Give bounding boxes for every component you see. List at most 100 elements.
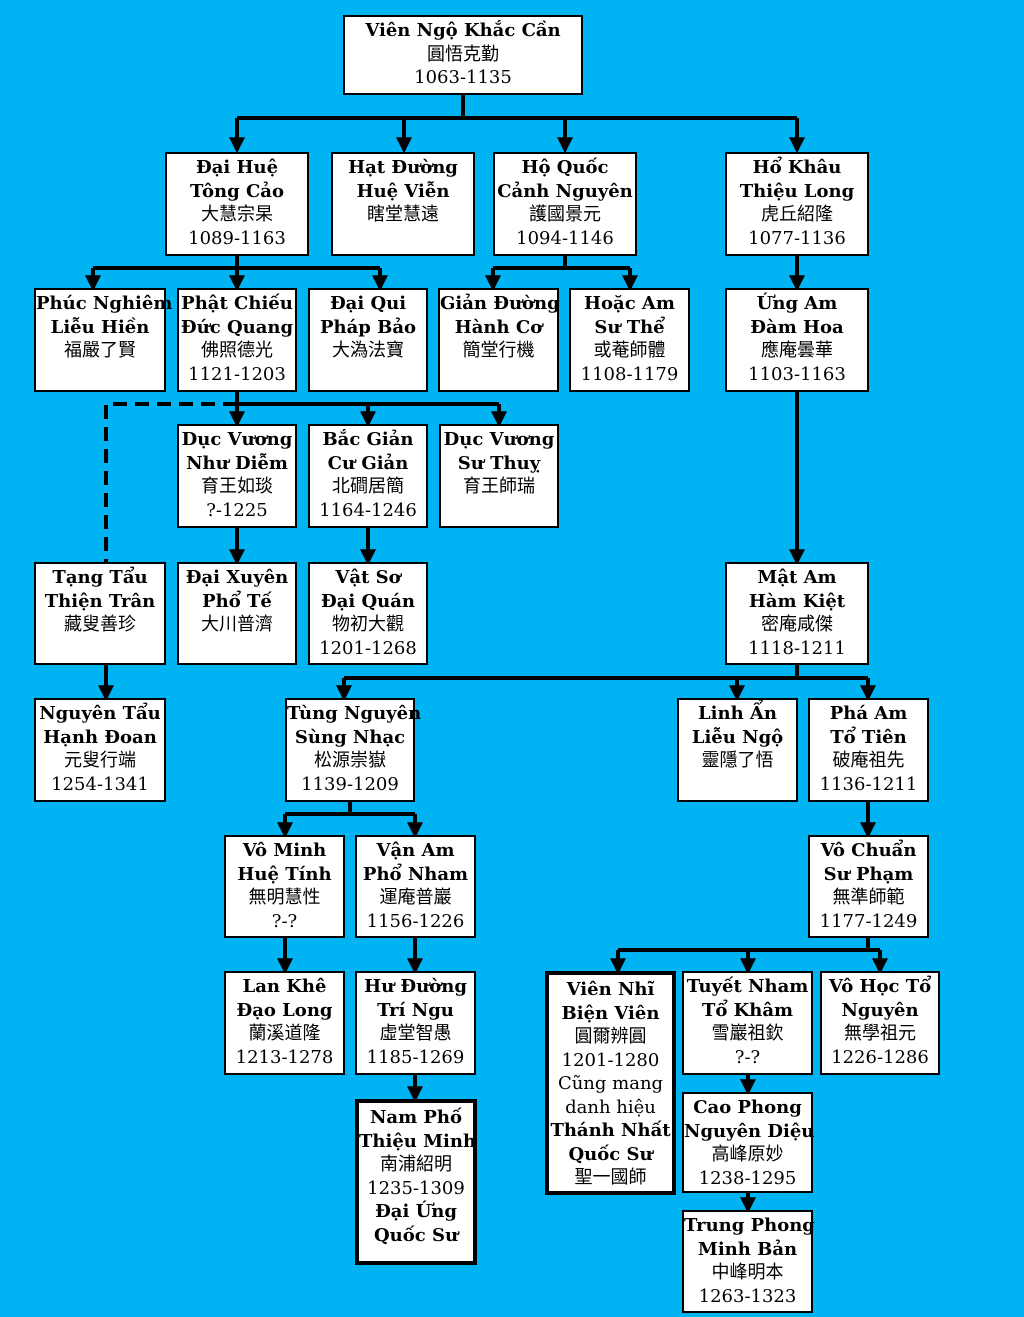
mat-am-line-2: 密庵咸傑 [761,614,833,635]
duc-vuong-1-line-2: 育王如琰 [201,476,273,497]
vo-hoc-line-1: Nguyên [841,999,919,1021]
hu-duong-line-2: 虛堂智愚 [379,1023,452,1044]
tang-tau-line-0: Tạng Tẩu [52,567,148,588]
dai-xuyen-line-1: Phổ Tế [202,590,272,612]
cao-phong-line-0: Cao Phong [693,1097,802,1118]
hat-duong-line-0: Hạt Đường [348,157,458,178]
cao-phong-line-2: 高峰原妙 [711,1144,784,1165]
ho-khau-line-3: 1077-1136 [748,227,846,249]
bac-gian-line-0: Bắc Giản [322,429,414,450]
hu-duong-line-3: 1185-1269 [366,1046,465,1068]
hoac-am-line-1: Sư Thể [594,316,665,338]
phuc-nghiem-line-0: Phúc Nghiêm [36,293,173,314]
vat-so-line-2: 物初大觀 [332,614,404,635]
nam-pho-line-3: 1235-1309 [367,1177,465,1199]
nam-pho-line-1: Thiệu Minh [359,1130,477,1152]
ho-khau-line-0: Hổ Khâu [752,157,842,178]
vo-minh-line-1: Huệ Tính [237,863,332,885]
ho-khau-line-1: Thiệu Long [739,180,855,202]
vat-so-line-3: 1201-1268 [319,637,417,659]
cao-phong-line-1: Nguyên Diệu [684,1120,815,1142]
vo-hoc-line-3: 1226-1286 [831,1046,929,1068]
tang-tau-line-1: Thiện Trân [44,590,156,612]
tuyet-nham-line-1: Tổ Khâm [701,999,794,1021]
nguyen-tau-line-0: Nguyên Tẩu [39,703,161,724]
nam-pho-line-2: 南浦紹明 [380,1154,452,1175]
tuyet-nham-line-0: Tuyết Nham [686,976,809,997]
dai-hue-line-1: Tông Cảo [190,180,284,202]
vo-minh-line-2: 無明慧性 [248,887,321,908]
vo-chuan-line-2: 無準師範 [832,887,905,908]
van-am-line-1: Phổ Nham [362,863,469,885]
ung-am-line-0: Ứng Am [756,293,838,314]
tung-nguyen-line-0: Tùng Nguyên [287,703,422,724]
pha-am-line-0: Phá Am [829,703,908,724]
nam-pho-line-5: Quốc Sư [373,1224,459,1246]
vien-ngo-line-0: Viên Ngộ Khắc Cần [365,20,561,41]
ho-khau-line-2: 虎丘紹隆 [761,204,833,225]
tuyet-nham-line-3: ?-? [734,1046,761,1068]
vien-nhi-line-5: danh hiệu [565,1096,656,1118]
vien-ngo-line-1: 圓悟克勤 [427,43,499,65]
tuyet-nham-line-2: 雪巖祖欽 [711,1023,784,1044]
vo-chuan-line-1: Sư Phạm [823,863,914,885]
phat-chieu-line-3: 1121-1203 [188,363,286,385]
vo-minh-line-3: ?-? [271,910,298,932]
phuc-nghiem-line-1: Liễu Hiền [50,316,150,338]
dai-xuyen-line-0: Đại Xuyên [185,567,289,588]
vien-nhi-line-4: Cũng mang [557,1073,664,1094]
ung-am-line-1: Đàm Hoa [750,316,844,338]
dai-qui-line-2: 大溈法寶 [332,340,404,361]
vo-chuan-line-0: Vô Chuẩn [820,840,917,861]
bac-gian-line-2: 北磵居簡 [332,476,404,497]
vo-hoc-line-0: Vô Học Tổ [828,976,932,997]
hoac-am-line-2: 或菴師體 [593,340,666,361]
hoac-am-line-3: 1108-1179 [580,363,679,385]
dai-hue-line-2: 大慧宗杲 [201,204,273,225]
ung-am-line-3: 1103-1163 [748,363,846,385]
vo-hoc-line-2: 無學祖元 [844,1023,916,1044]
lan-khe-line-0: Lan Khê [242,976,327,997]
mat-am-line-0: Mật Am [757,567,837,588]
hat-duong-line-2: 瞎堂慧遠 [367,204,439,225]
lan-khe-line-2: 蘭溪道隆 [248,1023,321,1044]
lan-khe-line-3: 1213-1278 [235,1046,334,1068]
vien-nhi-line-7: Quốc Sư [568,1143,653,1165]
van-am-line-0: Vận Am [376,840,455,861]
duc-vuong-1-line-3: ?-1225 [206,499,268,521]
linh-an-line-2: 靈隱了悟 [701,750,774,771]
tung-nguyen-line-3: 1139-1209 [301,773,399,795]
phat-chieu-line-2: 佛照德光 [201,340,273,361]
cao-phong-line-3: 1238-1295 [698,1167,797,1189]
ho-quoc-line-2: 護國景元 [529,204,601,225]
bac-gian-line-3: 1164-1246 [319,499,417,521]
ho-quoc-line-0: Hộ Quốc [521,157,609,178]
linh-an-line-1: Liễu Ngộ [691,726,784,748]
lan-khe-line-1: Đạo Long [236,999,333,1021]
dai-xuyen-line-2: 大川普濟 [201,614,273,635]
duc-vuong-1-line-0: Dục Vương [181,429,293,450]
tung-nguyen-line-1: Sùng Nhạc [294,726,406,748]
duc-vuong-2-line-2: 育王師瑞 [463,476,535,497]
hu-duong-line-0: Hư Đường [364,976,467,997]
duc-vuong-1-line-1: Như Diễm [186,452,288,474]
hat-duong-line-1: Huệ Viễn [356,180,450,202]
phuc-nghiem-line-2: 福嚴了賢 [64,340,136,361]
gian-duong-line-0: Giản Đường [440,293,560,314]
